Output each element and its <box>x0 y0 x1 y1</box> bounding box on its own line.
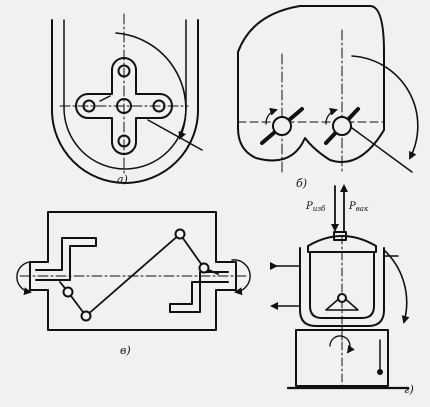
p-izb-label: Pизб <box>306 201 326 213</box>
panel-b-rotation-arrow-right <box>325 107 338 125</box>
panel-a-hole-right <box>152 99 166 113</box>
panel-a-hub <box>116 98 132 114</box>
panel-v-joint-3 <box>174 228 186 240</box>
panel-g-drive-rotation-arrow <box>329 335 355 354</box>
panel-v-drawing <box>16 211 251 331</box>
panel-g-impeller <box>325 295 359 311</box>
panel-g-label: г) <box>404 383 414 396</box>
panel-a-drawing <box>51 13 203 184</box>
panel-g-impeller-hub <box>337 293 347 303</box>
panel-v-joint-4 <box>198 262 210 274</box>
panel-g-lid-port <box>333 231 347 241</box>
panel-g-rotation-arrow-outer <box>383 249 410 324</box>
panel-b-leader-line <box>351 127 413 173</box>
panel-v-joint-2 <box>80 310 92 322</box>
panel-b-hub-left <box>272 116 292 136</box>
panel-v-joint-1 <box>62 286 74 298</box>
panel-a-leader-line <box>147 119 203 151</box>
panel-b-hub-right <box>332 116 352 136</box>
panel-b-label: б) <box>296 177 308 190</box>
p-vak-label: Pвак <box>349 201 369 213</box>
panel-a-hole-top <box>117 64 131 78</box>
panel-a-vessel-inner <box>63 19 187 170</box>
panel-g-motor-dot <box>377 369 383 375</box>
panel-g-lid <box>307 235 377 253</box>
panel-a-cross-agitator <box>75 57 173 155</box>
panel-a-vessel-outer <box>51 19 199 184</box>
panel-a-hole-left <box>82 99 96 113</box>
panel-v-rotation-arrow-left <box>16 261 35 296</box>
panel-b-drawing <box>237 5 419 173</box>
panel-v-left-stirrer <box>35 237 97 281</box>
panel-v-label: в) <box>120 344 131 357</box>
panel-g-drawing <box>270 184 410 390</box>
panel-a-rotation-arrow <box>115 32 187 140</box>
panel-a-center-tick <box>99 95 111 102</box>
panel-a-label: а) <box>117 173 128 186</box>
panel-b-vessel-outer <box>237 5 385 163</box>
panel-v-right-stirrer <box>169 271 229 313</box>
panel-a-hole-bottom <box>117 134 131 148</box>
panel-b-rotation-arrow-left <box>265 107 278 125</box>
panel-v-rotation-arrow-right <box>231 259 251 296</box>
panel-b-rotation-arrow-outer <box>351 55 419 160</box>
